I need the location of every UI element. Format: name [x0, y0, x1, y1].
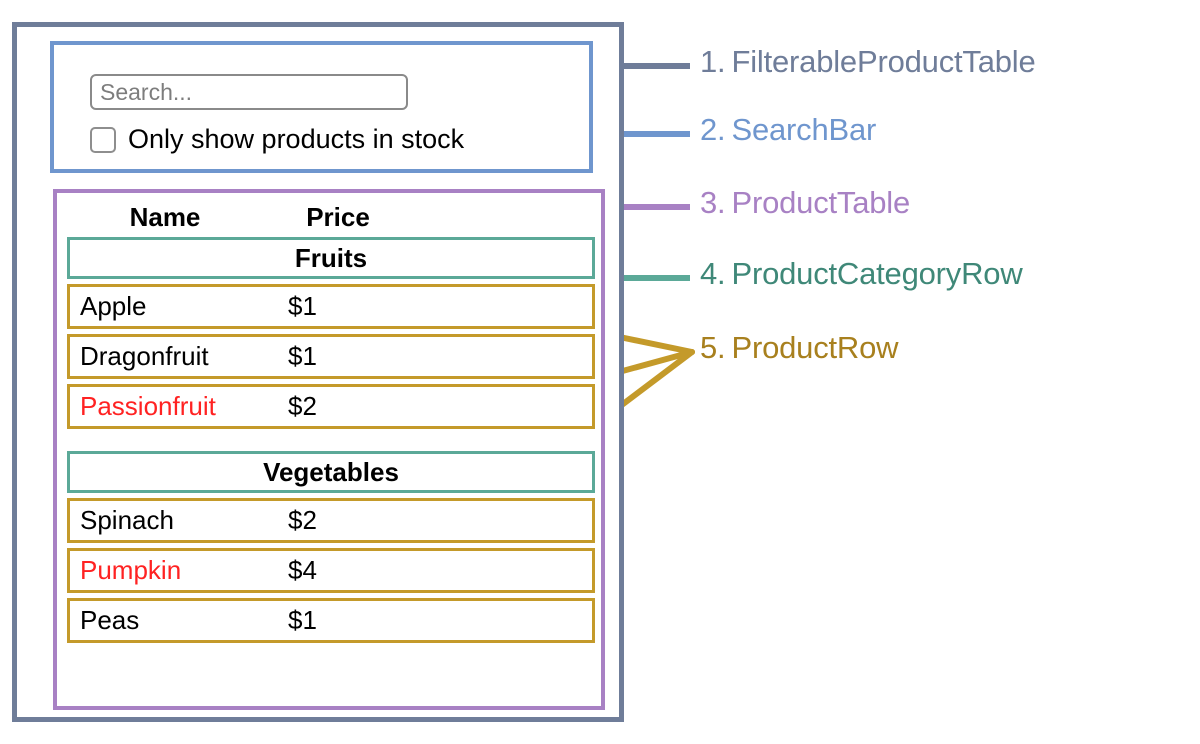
annotation-4-label: ProductCategoryRow	[731, 256, 1023, 291]
annotation-3-label: ProductTable	[731, 185, 911, 220]
in-stock-checkbox[interactable]	[90, 126, 116, 153]
product-row[interactable]: Peas $1	[67, 598, 595, 643]
product-table-header: Name Price	[67, 197, 595, 237]
category-label: Vegetables	[263, 456, 399, 487]
product-name: Spinach	[80, 505, 174, 535]
annotation-5-number: 5.	[700, 330, 726, 365]
annotation-4-number: 4.	[700, 256, 726, 291]
annotation-2: 2.SearchBar	[700, 112, 876, 148]
filterable-product-table: Name Price Fruits Apple $1 Dragonfruit $…	[12, 22, 624, 722]
annotation-1: 1.FilterableProductTable	[700, 44, 1036, 80]
product-name: Passionfruit	[80, 391, 216, 421]
product-price: $1	[288, 341, 317, 371]
in-stock-filter[interactable]: Only show products in stock	[90, 124, 464, 155]
product-price: $1	[288, 605, 317, 635]
product-row[interactable]: Apple $1	[67, 284, 595, 329]
product-table-inner: Name Price Fruits Apple $1 Dragonfruit $…	[67, 197, 595, 648]
product-price: $4	[288, 555, 317, 585]
annotation-1-number: 1.	[700, 44, 726, 79]
in-stock-checkbox-label: Only show products in stock	[128, 124, 465, 154]
annotation-5-label: ProductRow	[731, 330, 899, 365]
category-label: Fruits	[294, 242, 368, 273]
product-price: $1	[288, 291, 317, 321]
product-row[interactable]: Dragonfruit $1	[67, 334, 595, 379]
annotation-4: 4.ProductCategoryRow	[700, 256, 1023, 292]
annotation-1-label: FilterableProductTable	[731, 44, 1036, 79]
product-name: Dragonfruit	[80, 341, 209, 371]
annotation-2-label: SearchBar	[731, 112, 877, 147]
product-row[interactable]: Pumpkin $4	[67, 548, 595, 593]
product-name: Peas	[80, 605, 140, 635]
product-row[interactable]: Spinach $2	[67, 498, 595, 543]
product-category-row: Vegetables	[67, 451, 595, 493]
product-price: $2	[288, 391, 317, 421]
search-input[interactable]	[90, 74, 408, 110]
annotation-5: 5.ProductRow	[700, 330, 899, 366]
annotation-3-number: 3.	[700, 185, 726, 220]
column-header-price: Price	[306, 201, 370, 232]
annotation-2-number: 2.	[700, 112, 726, 147]
product-name: Pumpkin	[80, 555, 182, 585]
product-row[interactable]: Passionfruit $2	[67, 384, 595, 429]
product-name: Apple	[80, 291, 147, 321]
product-table: Name Price Fruits Apple $1 Dragonfruit $…	[53, 189, 605, 710]
column-header-name: Name	[129, 201, 201, 232]
annotation-3: 3.ProductTable	[700, 185, 910, 221]
product-price: $2	[288, 505, 317, 535]
product-category-row: Fruits	[67, 237, 595, 279]
